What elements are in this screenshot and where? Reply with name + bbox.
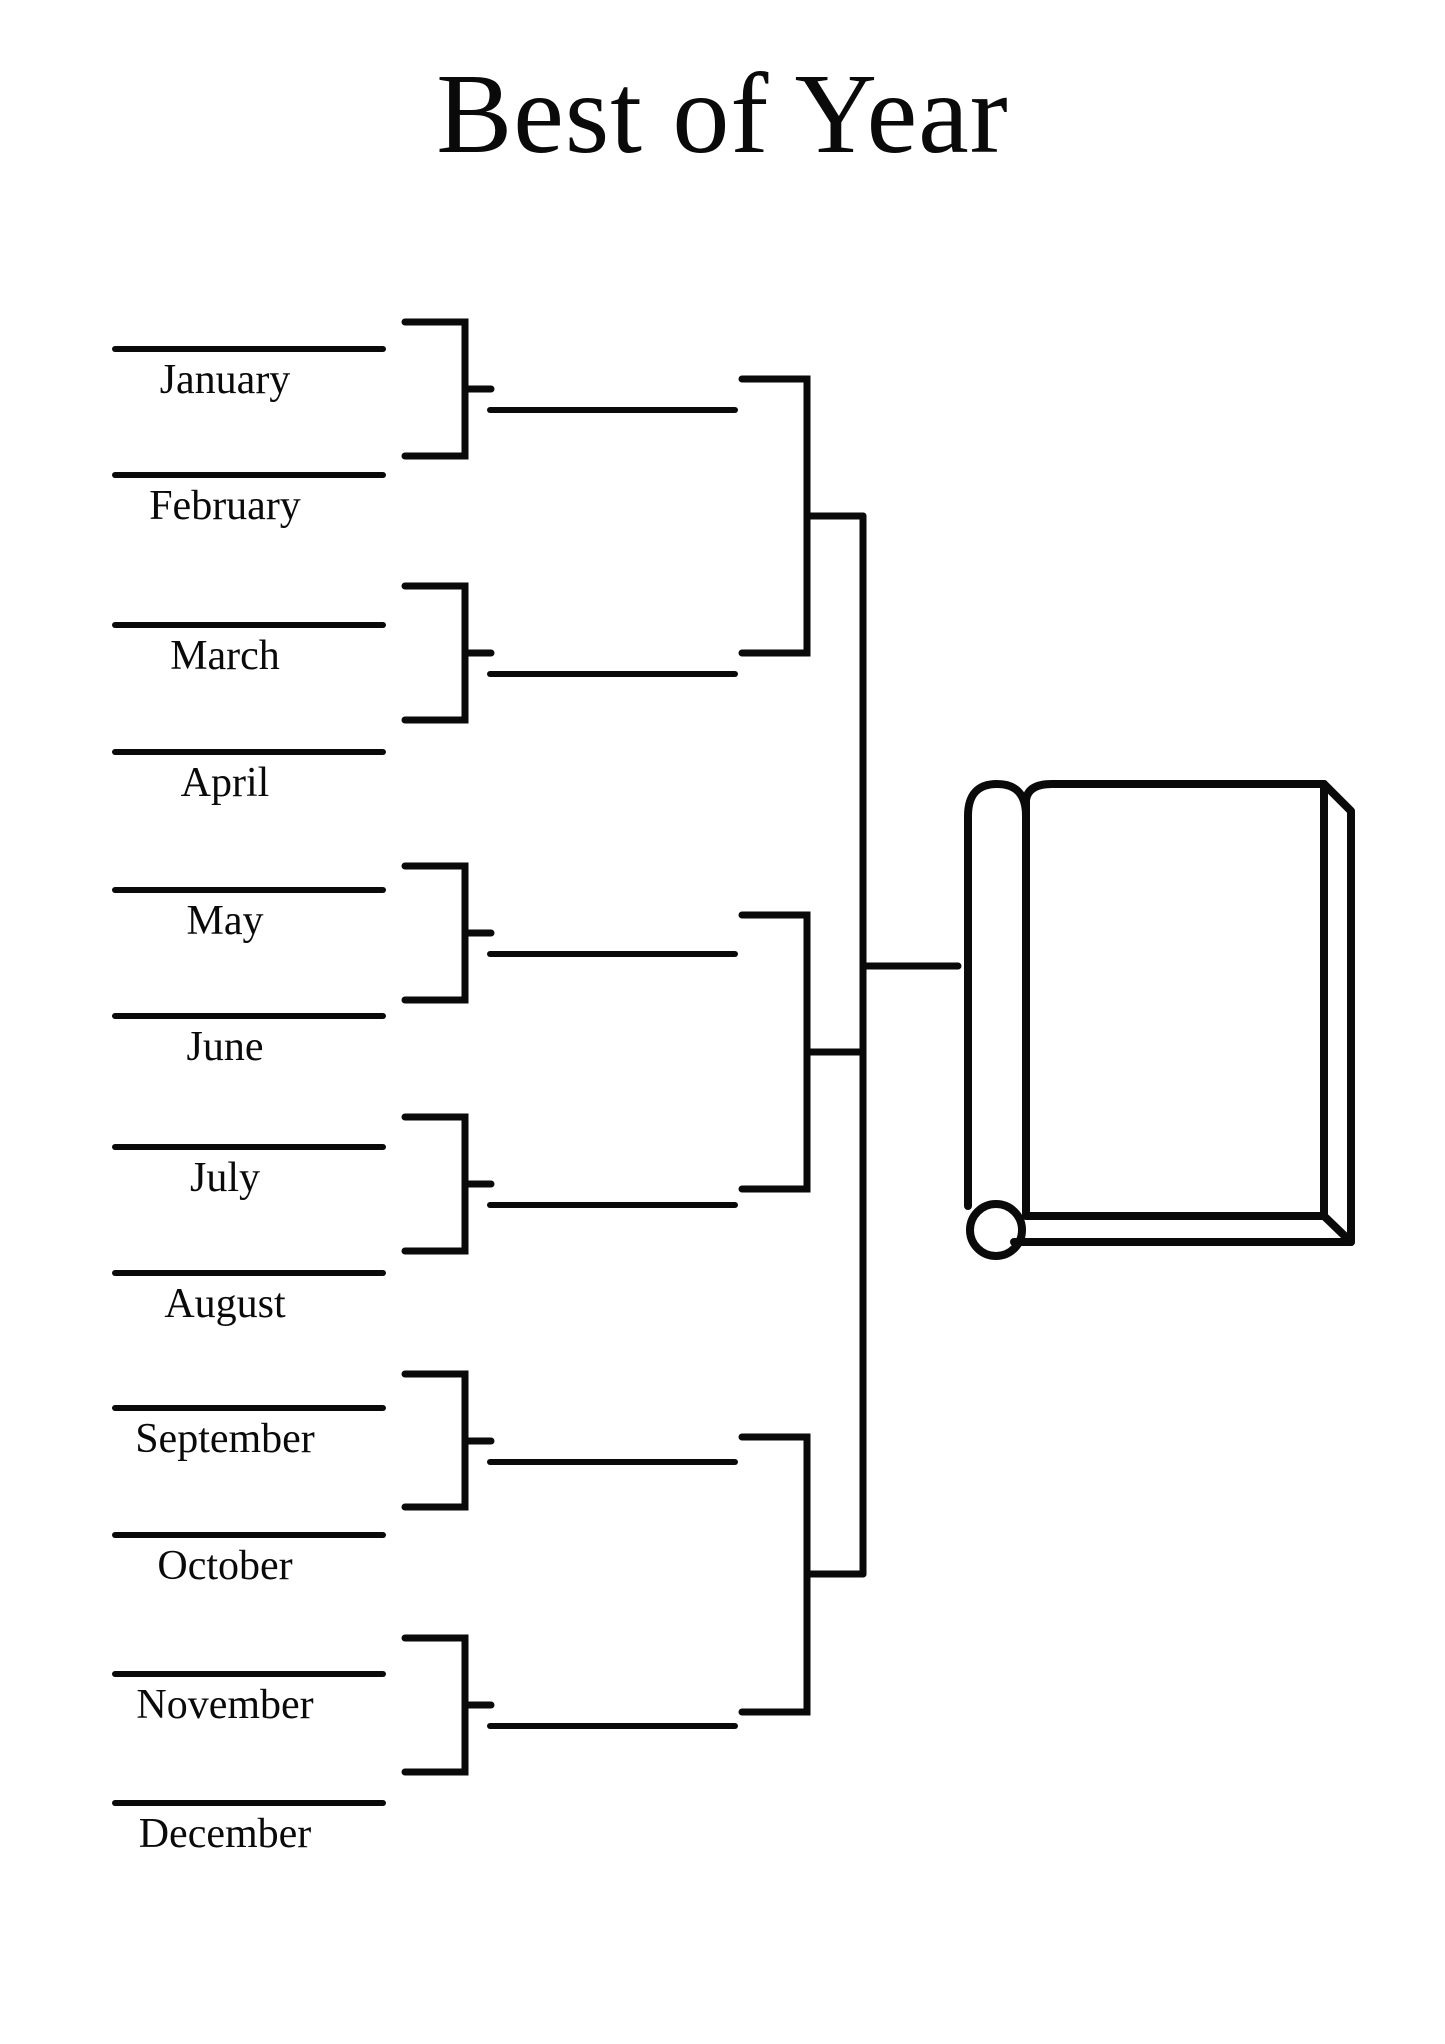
book-front-cover: [1022, 780, 1328, 1220]
round1-bracket-jan-feb: [401, 318, 495, 460]
month-label-august: August: [164, 1281, 286, 1327]
closed-book-icon: [964, 780, 1355, 1260]
month-label-may: May: [186, 898, 264, 944]
month-label-march: March: [170, 633, 280, 679]
month-label-june: June: [186, 1024, 264, 1070]
round1-bracket-may-jun: [401, 862, 495, 1004]
book-spine-curl: [966, 1200, 1026, 1260]
book-spine: [964, 780, 1030, 1210]
book-pages-right-edge: [1320, 780, 1355, 1246]
round1-bracket-jul-aug: [401, 1113, 495, 1255]
month-label-january: January: [159, 357, 291, 403]
month-label-february: February: [149, 483, 301, 529]
round1-bracket-nov-dec: [401, 1634, 495, 1776]
round1-bracket-mar-apr: [401, 582, 495, 724]
month-label-october: October: [157, 1543, 293, 1589]
month-label-april: April: [180, 760, 270, 806]
month-label-november: November: [136, 1682, 314, 1728]
month-label-september: September: [135, 1416, 315, 1462]
page-title: Best of Year: [436, 50, 1009, 177]
round2-bracket-top: [738, 375, 867, 657]
round2-bracket-middle: [738, 911, 867, 1193]
month-label-december: December: [138, 1811, 312, 1857]
round1-bracket-sep-oct: [401, 1370, 495, 1511]
round2-bracket-bottom: [738, 1433, 867, 1716]
month-label-july: July: [189, 1155, 260, 1201]
